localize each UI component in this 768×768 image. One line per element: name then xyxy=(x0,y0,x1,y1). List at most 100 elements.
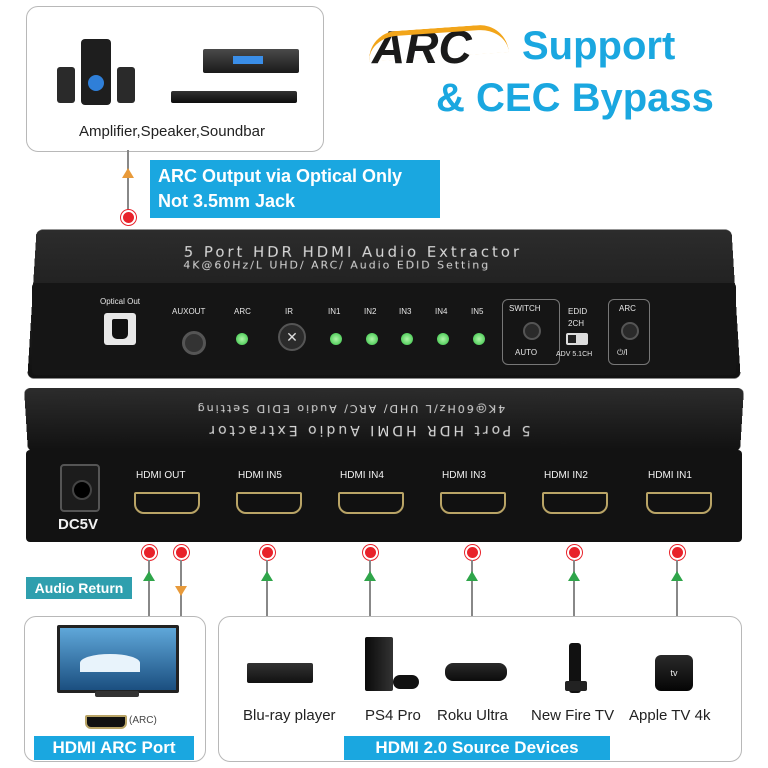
hdmi-in4-port[interactable] xyxy=(338,492,404,514)
hdmi-out-dot-a-icon xyxy=(142,545,157,560)
hdmi-in2-label: HDMI IN2 xyxy=(544,470,588,481)
in5-led-icon xyxy=(473,333,485,345)
line-in2 xyxy=(573,560,575,616)
optical-out-label: Optical Out xyxy=(100,297,141,306)
line-in5 xyxy=(266,560,268,616)
hdmi-out-dot-b-icon xyxy=(174,545,189,560)
dc-label: DC5V xyxy=(58,516,99,533)
line-in3 xyxy=(471,560,473,616)
hdmi-in3-dot-icon xyxy=(465,545,480,560)
in4-label: IN4 xyxy=(435,307,448,316)
tv-stand-icon xyxy=(95,691,139,697)
sources-box: tv Blu-ray player PS4 Pro Roku Ultra New… xyxy=(218,616,742,762)
arc-output-line2: Not 3.5mm Jack xyxy=(158,191,296,211)
in4-led-icon xyxy=(437,333,449,345)
back-device: 5 Port HDR HDMI Audio Extractor 4K@60Hz/… xyxy=(23,388,745,452)
arc-button[interactable] xyxy=(621,322,639,340)
edid-slider[interactable] xyxy=(566,333,588,345)
hdmi-in2-port[interactable] xyxy=(542,492,608,514)
hdmi-in4-dot-icon xyxy=(363,545,378,560)
title-arc: ARC xyxy=(372,20,472,74)
hdmi-in2-dot-icon xyxy=(567,545,582,560)
optical-dot-icon xyxy=(121,210,136,225)
auxout-jack[interactable] xyxy=(182,331,206,355)
in1-led-icon xyxy=(330,333,342,345)
ir-sensor-icon: ✕ xyxy=(278,323,306,351)
amplifier-icon xyxy=(203,49,299,73)
fire-tv-icon xyxy=(569,643,581,693)
line-in4 xyxy=(369,560,371,616)
in5-label: IN5 xyxy=(471,307,484,316)
arrow-in4-icon xyxy=(364,571,376,581)
device-firetv-label: New Fire TV xyxy=(531,707,615,724)
arc-led-icon xyxy=(236,333,248,345)
hdmi-in1-port[interactable] xyxy=(646,492,712,514)
hdmi-in5-label: HDMI IN5 xyxy=(238,470,282,481)
edid-label: EDID xyxy=(568,307,588,316)
edid-adv-label: ADV 5.1CH xyxy=(556,351,593,358)
hdmi-in3-port[interactable] xyxy=(440,492,506,514)
in1-label: IN1 xyxy=(328,307,341,316)
speaker-left-icon xyxy=(57,67,75,103)
auto-label: AUTO xyxy=(515,348,538,357)
back-panel-face: DC5V HDMI OUT HDMI IN5 HDMI IN4 HDMI IN3… xyxy=(26,450,742,542)
tv-icon xyxy=(57,625,179,693)
line-in1 xyxy=(676,560,678,616)
fire-tv-remote-icon xyxy=(565,681,587,691)
back-device-subtitle: 4K@60Hz/L UHD/ ARC/ Audio EDID Setting xyxy=(195,402,506,416)
hdmi-in5-dot-icon xyxy=(260,545,275,560)
switch-button[interactable] xyxy=(523,322,541,340)
auxout-label: AUXOUT xyxy=(172,307,206,316)
soundbar-icon xyxy=(171,91,297,103)
edid-2ch-label: 2CH xyxy=(568,319,585,328)
arc-button-label: ARC xyxy=(619,304,636,313)
front-device-subtitle: 4K@60Hz/L UHD/ ARC/ Audio EDID Setting xyxy=(183,258,491,272)
hdmi-out-port[interactable] xyxy=(134,492,200,514)
arrow-in3-icon xyxy=(466,571,478,581)
device-roku-label: Roku Ultra xyxy=(437,707,508,724)
in2-led-icon xyxy=(366,333,378,345)
arc-tag: (ARC) xyxy=(129,715,157,726)
bluray-icon xyxy=(247,663,313,683)
switch-group: SWITCH AUTO xyxy=(502,299,560,365)
title-cec-bypass: & CEC Bypass xyxy=(436,76,714,120)
arrow-in2-icon xyxy=(568,571,580,581)
in3-label: IN3 xyxy=(399,307,412,316)
arc-group: ARC ⏻/I xyxy=(608,299,650,365)
back-device-title: 5 Port HDR HDMI Audio Extractor xyxy=(206,421,531,438)
amp-connector-line xyxy=(127,150,129,212)
speaker-right-icon xyxy=(117,67,135,103)
amp-arrow-icon xyxy=(122,168,134,178)
dc-jack[interactable] xyxy=(60,464,100,512)
source-devices-label: HDMI 2.0 Source Devices xyxy=(344,736,610,760)
hdmi-out-label: HDMI OUT xyxy=(136,470,186,481)
apple-tv-icon: tv xyxy=(655,655,693,691)
hdmi-arc-port-icon xyxy=(85,715,127,729)
amplifier-caption: Amplifier,Speaker,Soundbar xyxy=(79,123,265,140)
hdmi-in4-label: HDMI IN4 xyxy=(340,470,384,481)
arrow-in1-icon xyxy=(671,571,683,581)
roku-icon xyxy=(445,663,507,681)
hdmi-arc-port-label: HDMI ARC Port xyxy=(34,736,194,760)
title-support: Support xyxy=(522,24,676,68)
arc-output-line1: ARC Output via Optical Only xyxy=(158,166,403,186)
arrow-in5-icon xyxy=(261,571,273,581)
optical-port[interactable] xyxy=(104,313,136,345)
device-bluray-label: Blu-ray player xyxy=(243,707,336,724)
front-panel-face: Optical Out AUXOUT ARC IR ✕ IN1 IN2 IN3 … xyxy=(32,283,736,375)
arc-output-note: ARC Output via Optical Only Not 3.5mm Ja… xyxy=(150,160,440,218)
in3-led-icon xyxy=(401,333,413,345)
device-appletv-label: Apple TV 4k xyxy=(629,707,711,724)
audio-return-label: Audio Return xyxy=(26,577,132,599)
power-label: ⏻/I xyxy=(617,348,628,357)
in2-label: IN2 xyxy=(364,307,377,316)
hdmi-in1-label: HDMI IN1 xyxy=(648,470,692,481)
hdmi-in5-port[interactable] xyxy=(236,492,302,514)
ps4-controller-icon xyxy=(393,675,419,689)
speaker-center-icon xyxy=(81,39,111,105)
hdmi-in3-label: HDMI IN3 xyxy=(442,470,486,481)
ir-label: IR xyxy=(285,307,293,316)
ps4-icon xyxy=(365,637,393,691)
title-arc-text: ARC xyxy=(372,21,472,73)
arrow-out-a-icon xyxy=(143,571,155,581)
